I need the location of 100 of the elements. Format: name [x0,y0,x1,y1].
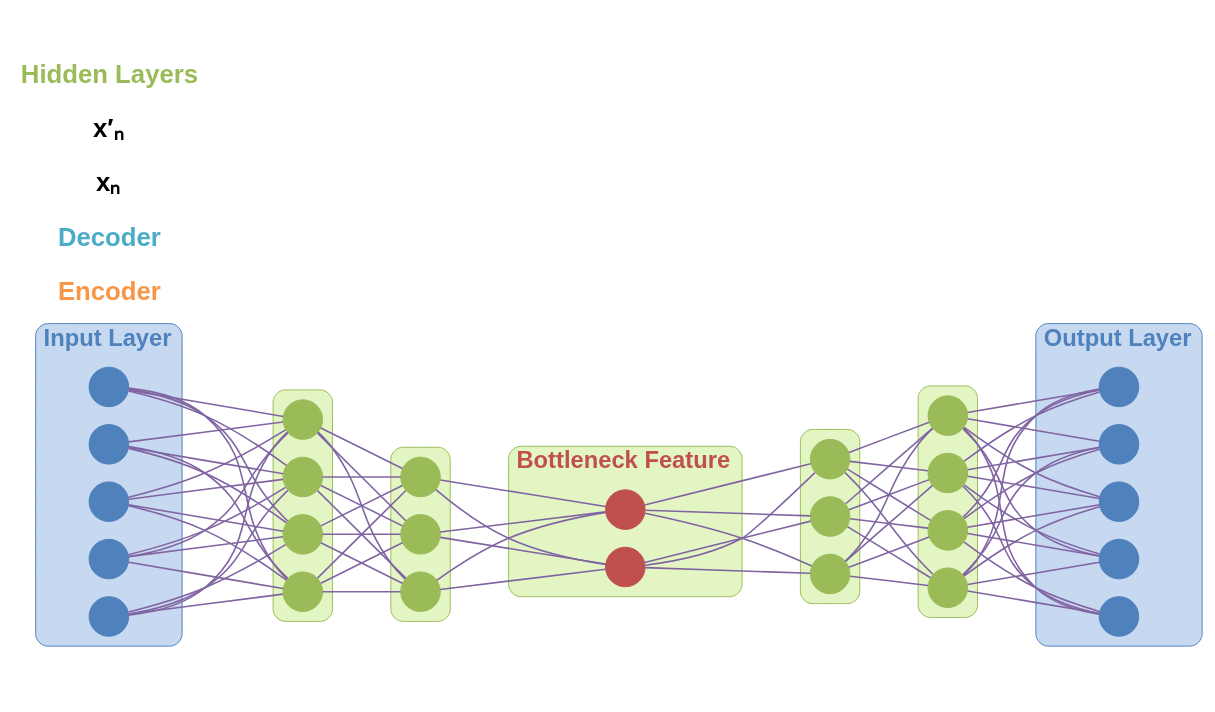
connector [435,488,607,565]
connector [317,430,406,580]
connector [962,427,1101,557]
connector [439,567,607,590]
connector [846,525,932,579]
cluster [272,388,333,622]
connector [848,478,930,511]
connector [127,486,287,555]
connector [962,484,1101,614]
node-circle [605,546,646,587]
node-circle [88,538,130,579]
connector [439,478,607,507]
connector [963,426,1101,497]
connector [848,420,930,453]
node-circle [927,394,969,436]
connector [963,505,1101,577]
node-circle [282,398,324,440]
connector [846,467,932,521]
connector [321,533,402,535]
node-circle [88,423,130,465]
connector [849,460,929,472]
cluster [799,428,861,604]
node-circle [88,366,130,407]
connector [963,540,1101,612]
connector [127,430,289,616]
connector [320,426,404,469]
connector [127,560,285,589]
connector [962,387,1100,576]
connector [128,386,289,580]
node-circle [1098,366,1140,407]
connector [127,489,289,615]
label: Decoder [57,222,161,251]
connector [966,532,1101,557]
cluster [917,384,978,618]
connector [963,390,1101,462]
connector [127,420,284,443]
connector [962,388,1101,518]
connector [127,503,285,532]
connector [320,541,404,584]
connector [849,517,929,529]
connector [435,511,607,581]
connector [128,387,289,522]
connector [844,484,934,562]
node-circle [1098,480,1140,522]
node-circle [1098,595,1140,637]
node-circle [282,513,324,555]
connector [644,512,813,567]
cluster: Output Layer [1035,322,1203,647]
connector [844,427,934,505]
node-circle [282,570,324,612]
cluster: Input Layer [35,322,183,647]
connector [321,590,402,592]
node-circle [400,456,441,497]
cluster: Bottleneck Feature [508,445,743,597]
node-circle [605,488,646,530]
node-circle [809,438,851,479]
node-circle [927,509,969,551]
connector [643,462,812,506]
connector [127,478,284,500]
node-circle [927,566,969,608]
label: xₙ [96,167,121,196]
connector [966,474,1101,499]
connector [966,589,1101,614]
node-circle [282,456,324,497]
connector [439,536,607,565]
connector [127,428,287,498]
connector [644,471,816,566]
cluster [390,446,451,622]
connector [844,427,934,562]
connector [848,535,930,568]
connector [644,566,811,574]
connector [127,431,289,557]
connector [849,574,929,586]
label: Hidden Layers [20,59,199,87]
connector [127,535,284,557]
connector [316,489,407,579]
connector [320,484,404,527]
connector [643,519,812,563]
node-circle [400,513,441,555]
node-circle [88,480,130,522]
connector [316,431,407,522]
connector [127,543,287,613]
connector [962,446,1101,575]
connector [127,388,285,417]
connector [644,508,811,517]
connector [963,448,1101,519]
connector [963,483,1101,555]
node-circle [927,452,969,493]
node-circle [1098,423,1140,465]
connector [127,592,284,615]
connector [321,475,402,478]
node-circle [400,570,441,612]
label: Encoder [57,276,161,305]
node-circle [809,495,851,537]
node-circle [88,595,130,637]
connector [966,417,1101,442]
connector [966,503,1101,528]
connector [127,504,288,581]
label: x′ₙ [93,113,124,142]
connector [128,445,289,579]
